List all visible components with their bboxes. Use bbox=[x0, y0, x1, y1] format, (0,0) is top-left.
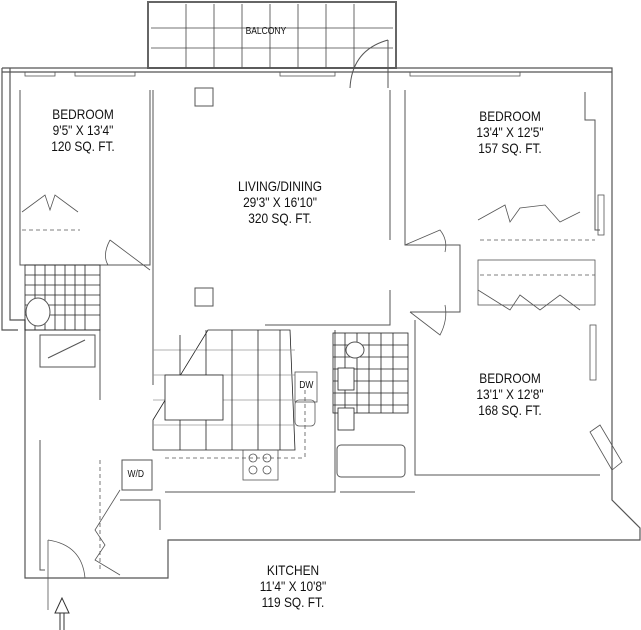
counter bbox=[165, 371, 318, 459]
bedroom-lower-right-label: BEDROOM 13'1" X 12'8" 168 SQ. FT. bbox=[459, 370, 561, 418]
room-area: 157 SQ. FT. bbox=[478, 140, 542, 156]
bathroom-left-tiles bbox=[24, 264, 101, 331]
dishwasher-label: DW bbox=[299, 380, 314, 391]
kitchen-label: KITCHEN 11'4" X 10'8" 119 SQ. FT. bbox=[242, 562, 344, 610]
washer-dryer-label: W/D bbox=[127, 469, 144, 480]
toilet-icon bbox=[345, 341, 365, 359]
bedroom-upper-right-label: BEDROOM 13'4" X 12'5" 157 SQ. FT. bbox=[459, 108, 561, 156]
interior-walls bbox=[19, 90, 600, 571]
room-area: 320 SQ. FT. bbox=[248, 210, 312, 226]
room-name: BEDROOM bbox=[479, 108, 541, 124]
room-dimensions: 9'5" X 13'4" bbox=[52, 122, 114, 138]
room-name: KITCHEN bbox=[266, 562, 320, 578]
shower-icon bbox=[39, 334, 96, 368]
washer-dryer-box bbox=[121, 459, 153, 491]
entry-arrow-icon bbox=[54, 596, 70, 630]
room-name: BEDROOM bbox=[52, 106, 114, 122]
bathtub-icon bbox=[336, 444, 406, 478]
stove-icon bbox=[242, 449, 279, 481]
balcony-label: BALCONY bbox=[245, 26, 287, 37]
room-dimensions: 13'1" X 12'8" bbox=[476, 386, 544, 402]
kitchen-tiles bbox=[152, 329, 296, 451]
toilet-icon bbox=[25, 297, 51, 327]
closet-doors bbox=[21, 194, 596, 576]
living-dining-label: LIVING/DINING 29'3" X 16'10" 320 SQ. FT. bbox=[221, 178, 340, 226]
room-dimensions: 29'3" X 16'10" bbox=[243, 194, 317, 210]
column bbox=[194, 87, 214, 107]
room-area: 168 SQ. FT. bbox=[478, 402, 542, 418]
room-name: BEDROOM bbox=[479, 370, 541, 386]
room-area: 119 SQ. FT. bbox=[261, 594, 325, 610]
bay-window bbox=[589, 424, 623, 471]
sink-icon bbox=[294, 399, 316, 427]
bathroom-right-tiles bbox=[332, 332, 409, 431]
windows bbox=[24, 71, 605, 381]
room-doors bbox=[47, 229, 447, 610]
room-dimensions: 13'4" X 12'5" bbox=[476, 124, 544, 140]
room-area: 120 SQ. FT. bbox=[51, 138, 115, 154]
room-dimensions: 11'4" X 10'8" bbox=[259, 578, 327, 594]
room-name: LIVING/DINING bbox=[238, 178, 322, 194]
balcony-door bbox=[349, 39, 389, 89]
bedroom-left-label: BEDROOM 9'5" X 13'4" 120 SQ. FT. bbox=[36, 106, 130, 154]
column bbox=[194, 287, 214, 307]
